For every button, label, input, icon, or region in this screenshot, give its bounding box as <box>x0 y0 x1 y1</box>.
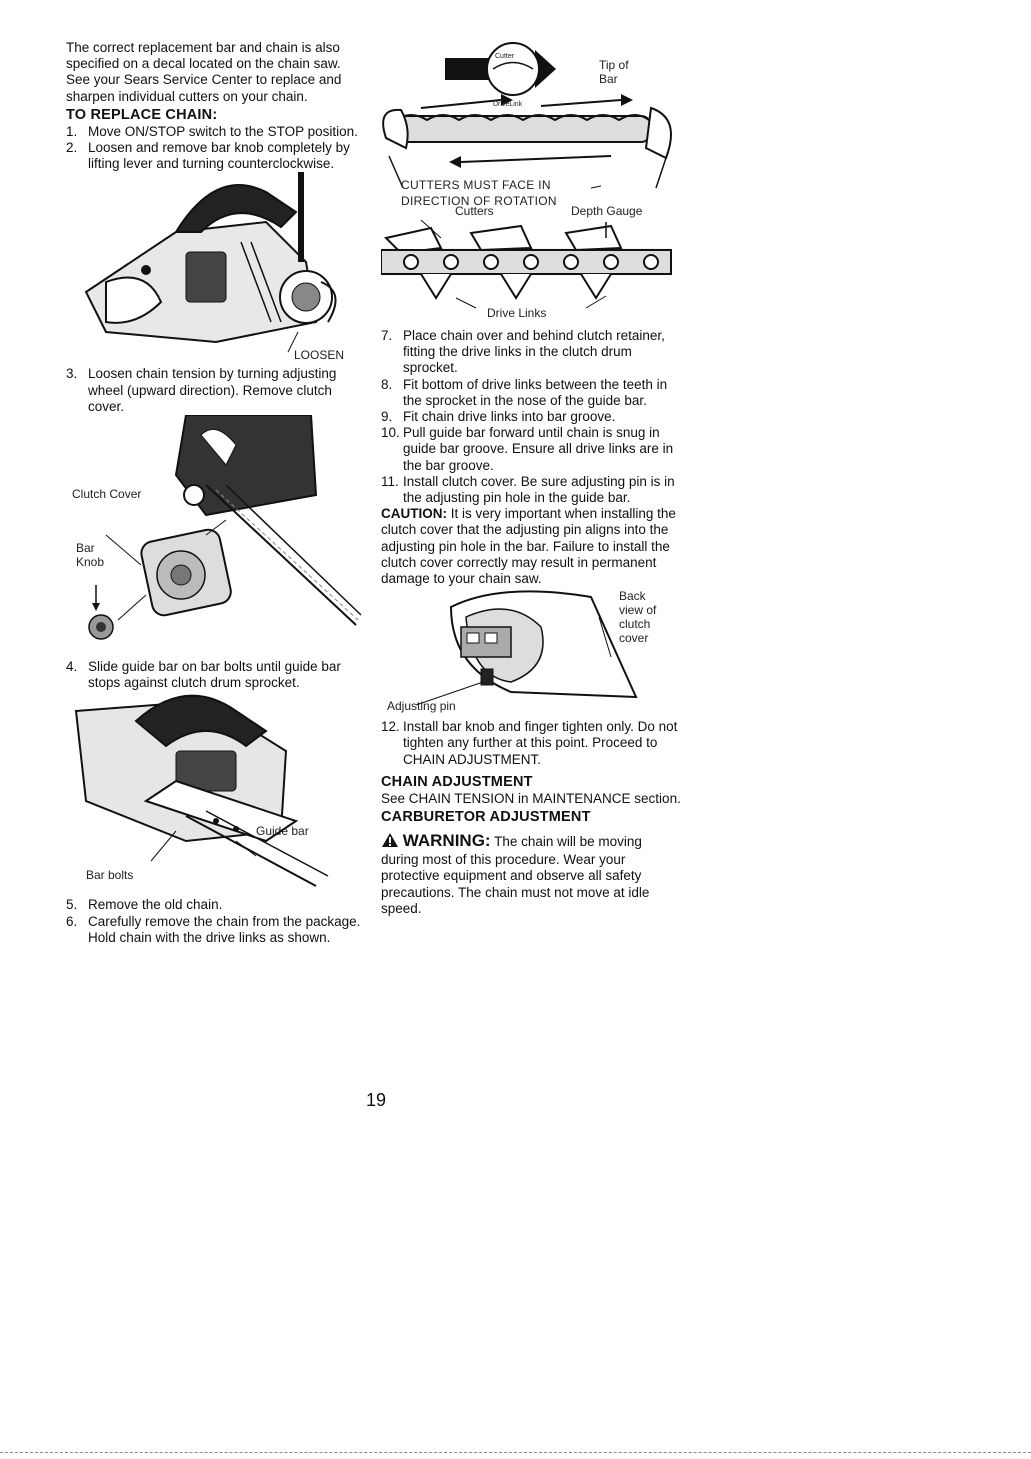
step-9: 9.Fit chain drive links into bar groove. <box>381 409 616 425</box>
back-of-clutch-cover-illustration <box>415 590 638 706</box>
step-5: 5.Remove the old chain. <box>66 897 223 913</box>
back-view-label-1: Back <box>619 589 646 604</box>
right-column: Cutter DriveLink Tip of Bar CUTTERS MUST… <box>380 38 681 917</box>
tip-of-bar-label-1: Tip of <box>599 58 629 72</box>
carburetor-adjustment-heading: CARBURETOR ADJUSTMENT <box>381 809 591 826</box>
page-bottom-divider <box>0 1452 1031 1453</box>
chain-adjustment-heading: CHAIN ADJUSTMENT <box>381 773 533 790</box>
chain-direction-illustration <box>382 42 672 189</box>
caution-paragraph: CAUTION: It is very important when insta… <box>381 506 681 587</box>
cutters-must-face-label-1: CUTTERS MUST FACE IN <box>401 178 551 192</box>
drive-link-small-label: DriveLink <box>493 101 523 108</box>
adjusting-pin-label: Adjusting pin <box>387 699 456 714</box>
cutters-label: Cutters <box>455 204 494 218</box>
drive-links-label: Drive Links <box>487 306 547 320</box>
intro-paragraph-1: The correct replacement bar and chain is… <box>66 40 341 72</box>
chainsaw-loosen-illustration <box>84 172 337 353</box>
step-1: 1.Move ON/STOP switch to the STOP positi… <box>66 123 358 139</box>
step-7: 7.Place chain over and behind clutch ret… <box>381 328 665 376</box>
caution-label: CAUTION: <box>381 506 447 522</box>
intro-paragraph-2: See your Sears Service Center to replace… <box>66 72 342 104</box>
page-number: 19 <box>366 1090 387 1110</box>
guide-bar-illustration <box>74 695 329 888</box>
bar-knob-label-2: Knob <box>76 555 105 570</box>
figure-clutch-cover: Clutch Cover Bar Knob <box>66 414 366 655</box>
figure-loosen-bar-knob: LOOSEN <box>66 172 366 362</box>
loosen-label: LOOSEN <box>294 348 345 363</box>
replace-chain-heading: TO REPLACE CHAIN: <box>66 106 218 123</box>
figure-back-of-clutch-cover: Back view of clutch cover Adjusting pin <box>381 587 681 717</box>
chain-parts-illustration <box>380 219 672 309</box>
chain-adjustment-text: See CHAIN TENSION in MAINTENANCE section… <box>381 790 681 806</box>
step-3: 3.Loosen chain tension by turning adjust… <box>66 366 337 414</box>
bar-bolts-label: Bar bolts <box>86 868 134 883</box>
guide-bar-label: Guide bar <box>256 824 309 839</box>
bar-knob-label-1: Bar <box>76 541 95 556</box>
step-4: 4.Slide guide bar on bar bolts until gui… <box>66 659 341 691</box>
warning-triangle-icon <box>381 832 399 852</box>
step-10: 10.Pull guide bar forward until chain is… <box>381 425 674 473</box>
step-6: 6.Carefully remove the chain from the pa… <box>66 913 361 945</box>
tip-of-bar-label-2: Bar <box>599 72 618 86</box>
back-view-label-3: clutch <box>619 617 651 632</box>
cutter-small-label: Cutter <box>495 53 515 60</box>
back-view-label-2: view of <box>619 603 657 618</box>
cutters-must-face-label-2: DIRECTION OF ROTATION <box>401 194 557 208</box>
figure-chain-parts: Cutters Depth Gauge Drive Links <box>380 204 681 324</box>
back-view-label-4: cover <box>619 631 649 646</box>
figure-chain-direction: Cutter DriveLink Tip of Bar CUTTERS MUST… <box>381 38 681 208</box>
step-8: 8.Fit bottom of drive links between the … <box>381 376 668 408</box>
clutch-cover-illustration <box>88 414 362 640</box>
warning-label: WARNING: <box>402 831 491 851</box>
step-12: 12.Install bar knob and finger tighten o… <box>381 719 678 767</box>
left-column: The correct replacement bar and chain is… <box>66 40 366 946</box>
caution-text: It is very important when installing the… <box>381 506 676 587</box>
clutch-cover-label: Clutch Cover <box>72 487 142 502</box>
warning-text: The chain will be moving during most of … <box>381 834 650 916</box>
step-11: 11.Install clutch cover. Be sure adjusti… <box>381 473 675 506</box>
depth-gauge-label: Depth Gauge <box>571 204 643 218</box>
step-2: 2.Loosen and remove bar knob completely … <box>66 140 350 172</box>
warning-paragraph: WARNING: The chain will be moving during… <box>381 832 681 917</box>
figure-guide-bar: Guide bar Bar bolts <box>66 691 366 891</box>
